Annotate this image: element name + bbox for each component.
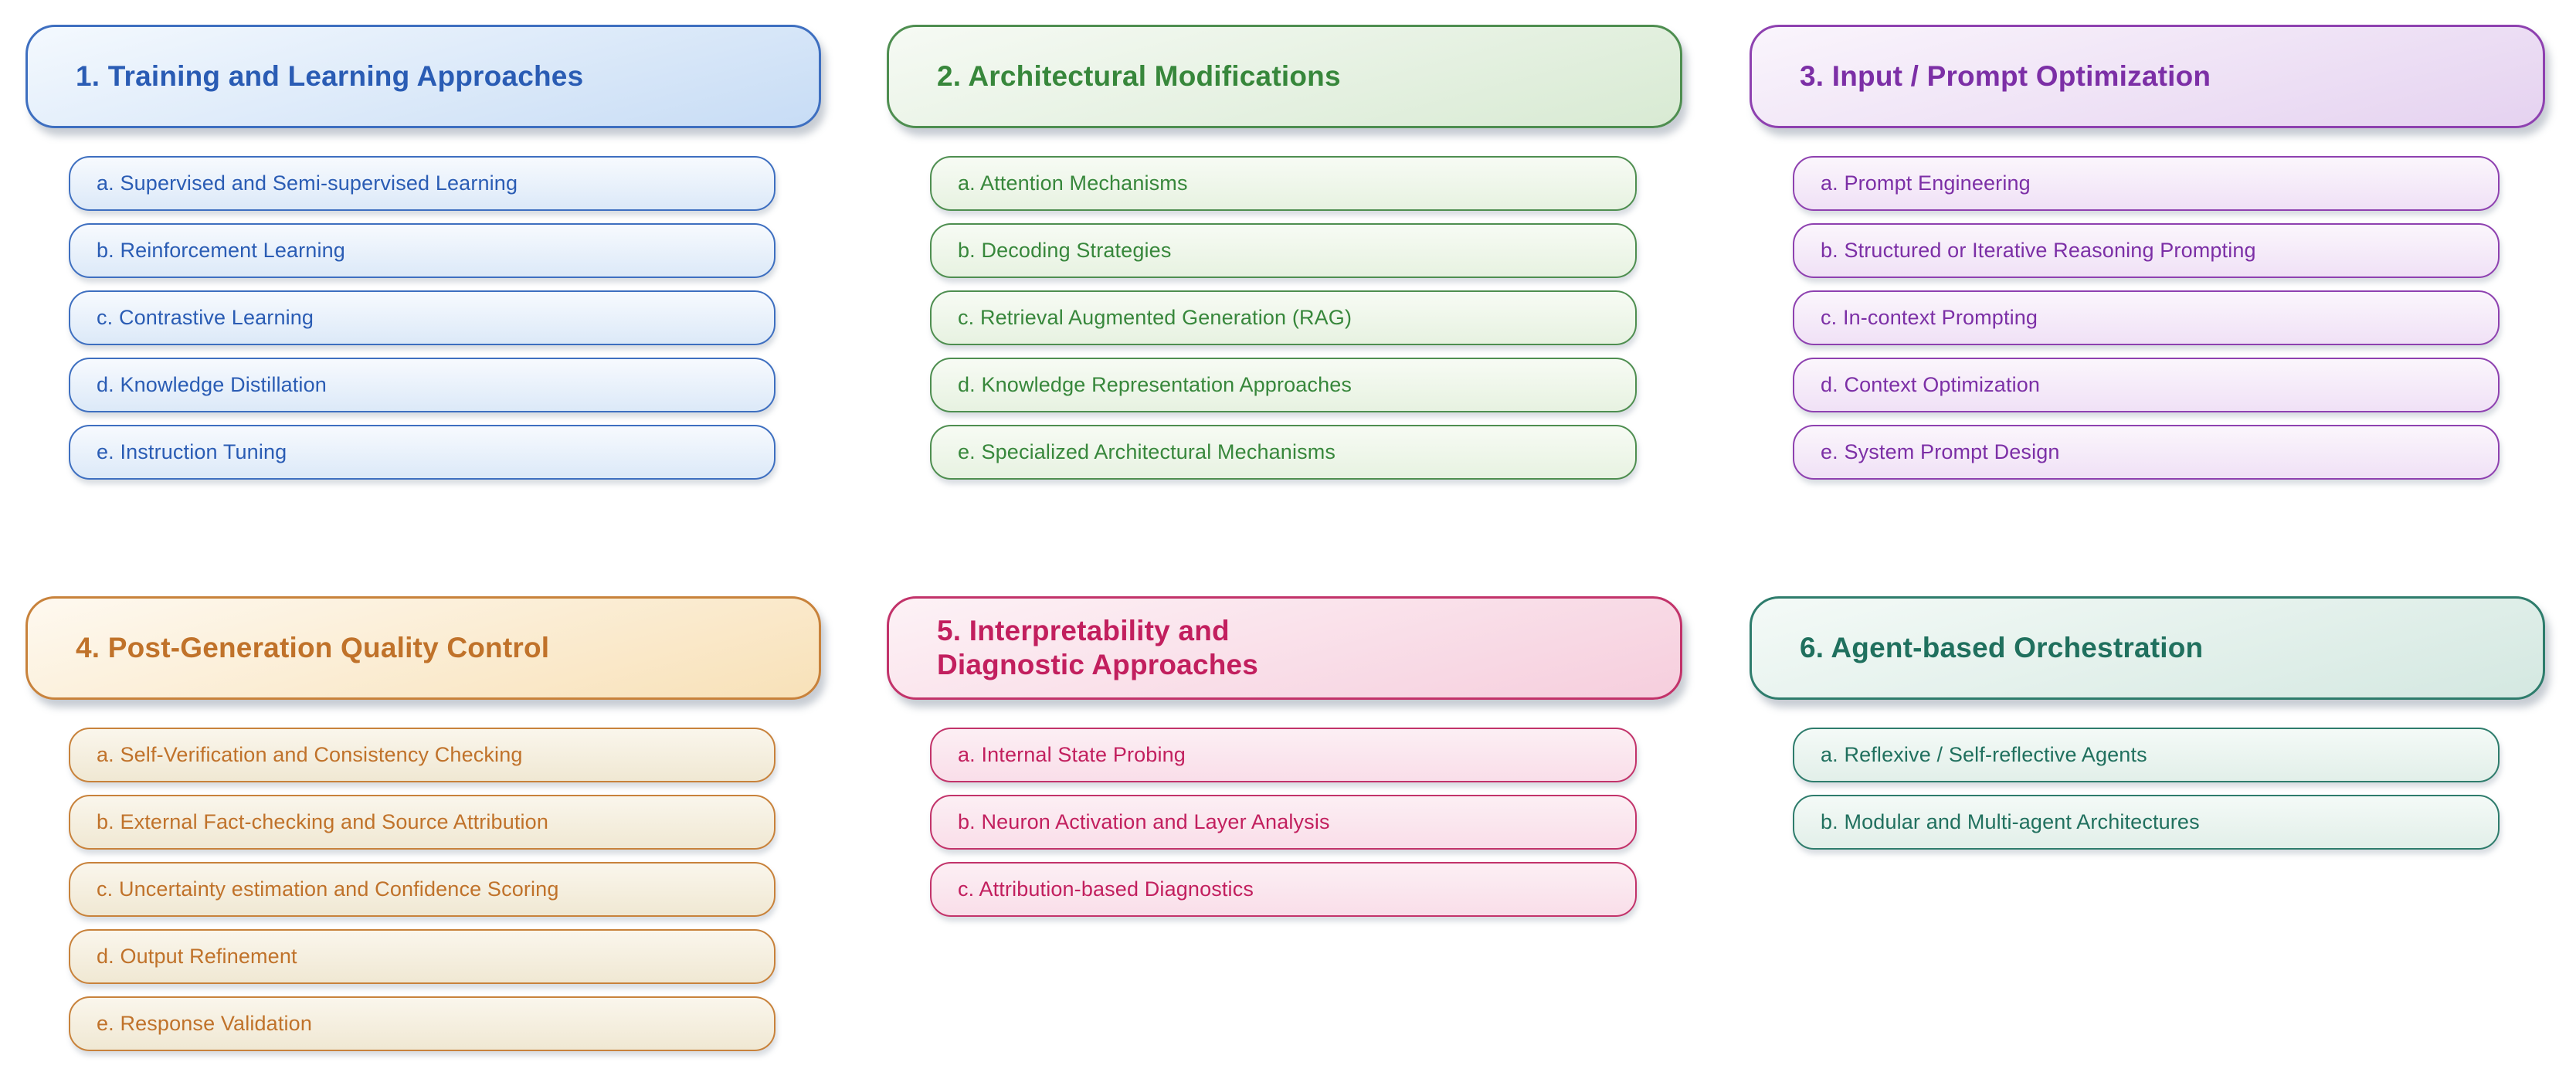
category-group-interpretability-and-diagnostic-approaches: 5. Interpretability and Diagnostic Appro…	[887, 596, 1682, 917]
subcategory-label: b. External Fact-checking and Source Att…	[97, 810, 549, 833]
category-title: 5. Interpretability and Diagnostic Appro…	[937, 615, 1259, 680]
category-title: 6. Agent-based Orchestration	[1800, 632, 2204, 664]
subcategory-item: b. Modular and Multi-agent Architectures	[1793, 795, 2500, 850]
subcategory-label: b. Structured or Iterative Reasoning Pro…	[1821, 239, 2256, 262]
subcategory-item: e. Specialized Architectural Mechanisms	[930, 425, 1637, 480]
subcategory-item: d. Context Optimization	[1793, 358, 2500, 412]
subcategory-label: e. Response Validation	[97, 1012, 312, 1035]
subcategory-item: c. Contrastive Learning	[69, 290, 776, 345]
subcategory-item: c. Retrieval Augmented Generation (RAG)	[930, 290, 1637, 345]
subcategory-item: d. Output Refinement	[69, 929, 776, 984]
subcategory-list: a. Reflexive / Self-reflective Agents b.…	[1793, 728, 2545, 850]
subcategory-item: a. Self-Verification and Consistency Che…	[69, 728, 776, 782]
category-title: 3. Input / Prompt Optimization	[1800, 60, 2211, 93]
subcategory-item: e. Instruction Tuning	[69, 425, 776, 480]
category-header-box: 4. Post-Generation Quality Control	[25, 596, 821, 700]
subcategory-label: a. Prompt Engineering	[1821, 171, 2031, 195]
subcategory-list: a. Self-Verification and Consistency Che…	[69, 728, 821, 1051]
subcategory-label: c. Attribution-based Diagnostics	[958, 877, 1254, 901]
category-group-input-prompt-optimization: 3. Input / Prompt Optimization a. Prompt…	[1750, 25, 2545, 480]
subcategory-label: d. Knowledge Distillation	[97, 373, 327, 396]
category-title: 1. Training and Learning Approaches	[76, 60, 584, 93]
category-group-agent-based-orchestration: 6. Agent-based Orchestration a. Reflexiv…	[1750, 596, 2545, 850]
category-header-box: 6. Agent-based Orchestration	[1750, 596, 2545, 700]
subcategory-item: d. Knowledge Representation Approaches	[930, 358, 1637, 412]
subcategory-label: b. Decoding Strategies	[958, 239, 1172, 262]
subcategory-item: c. Attribution-based Diagnostics	[930, 862, 1637, 917]
category-group-architectural-modifications: 2. Architectural Modifications a. Attent…	[887, 25, 1682, 480]
subcategory-label: a. Self-Verification and Consistency Che…	[97, 743, 523, 766]
subcategory-item: c. In-context Prompting	[1793, 290, 2500, 345]
category-title: 4. Post-Generation Quality Control	[76, 632, 550, 664]
subcategory-label: d. Knowledge Representation Approaches	[958, 373, 1352, 396]
subcategory-item: a. Attention Mechanisms	[930, 156, 1637, 211]
subcategory-label: b. Modular and Multi-agent Architectures	[1821, 810, 2200, 833]
subcategory-item: a. Internal State Probing	[930, 728, 1637, 782]
subcategory-item: e. Response Validation	[69, 996, 776, 1051]
subcategory-label: b. Neuron Activation and Layer Analysis	[958, 810, 1330, 833]
subcategory-list: a. Internal State Probing b. Neuron Acti…	[930, 728, 1682, 917]
subcategory-label: a. Attention Mechanisms	[958, 171, 1188, 195]
subcategory-label: e. Specialized Architectural Mechanisms	[958, 440, 1336, 463]
subcategory-item: b. Decoding Strategies	[930, 223, 1637, 278]
subcategory-label: d. Context Optimization	[1821, 373, 2041, 396]
subcategory-label: c. Contrastive Learning	[97, 306, 314, 329]
subcategory-label: e. Instruction Tuning	[97, 440, 287, 463]
subcategory-label: a. Supervised and Semi-supervised Learni…	[97, 171, 518, 195]
category-group-training-and-learning-approaches: 1. Training and Learning Approaches a. S…	[25, 25, 821, 480]
subcategory-item: c. Uncertainty estimation and Confidence…	[69, 862, 776, 917]
subcategory-label: b. Reinforcement Learning	[97, 239, 345, 262]
subcategory-list: a. Attention Mechanisms b. Decoding Stra…	[930, 156, 1682, 480]
category-title: 2. Architectural Modifications	[937, 60, 1341, 93]
subcategory-label: c. In-context Prompting	[1821, 306, 2038, 329]
subcategory-label: a. Internal State Probing	[958, 743, 1186, 766]
subcategory-list: a. Supervised and Semi-supervised Learni…	[69, 156, 821, 480]
category-header-box: 1. Training and Learning Approaches	[25, 25, 821, 128]
subcategory-item: a. Reflexive / Self-reflective Agents	[1793, 728, 2500, 782]
category-header-box: 5. Interpretability and Diagnostic Appro…	[887, 596, 1682, 700]
category-header-box: 3. Input / Prompt Optimization	[1750, 25, 2545, 128]
subcategory-label: d. Output Refinement	[97, 945, 297, 968]
subcategory-list: a. Prompt Engineering b. Structured or I…	[1793, 156, 2545, 480]
category-group-post-generation-quality-control: 4. Post-Generation Quality Control a. Se…	[25, 596, 821, 1051]
subcategory-item: b. Structured or Iterative Reasoning Pro…	[1793, 223, 2500, 278]
subcategory-label: e. System Prompt Design	[1821, 440, 2060, 463]
subcategory-item: a. Prompt Engineering	[1793, 156, 2500, 211]
subcategory-item: e. System Prompt Design	[1793, 425, 2500, 480]
subcategory-item: b. External Fact-checking and Source Att…	[69, 795, 776, 850]
subcategory-item: b. Neuron Activation and Layer Analysis	[930, 795, 1637, 850]
subcategory-label: c. Uncertainty estimation and Confidence…	[97, 877, 559, 901]
category-header-box: 2. Architectural Modifications	[887, 25, 1682, 128]
subcategory-label: a. Reflexive / Self-reflective Agents	[1821, 743, 2147, 766]
subcategory-label: c. Retrieval Augmented Generation (RAG)	[958, 306, 1352, 329]
subcategory-item: b. Reinforcement Learning	[69, 223, 776, 278]
subcategory-item: d. Knowledge Distillation	[69, 358, 776, 412]
subcategory-item: a. Supervised and Semi-supervised Learni…	[69, 156, 776, 211]
